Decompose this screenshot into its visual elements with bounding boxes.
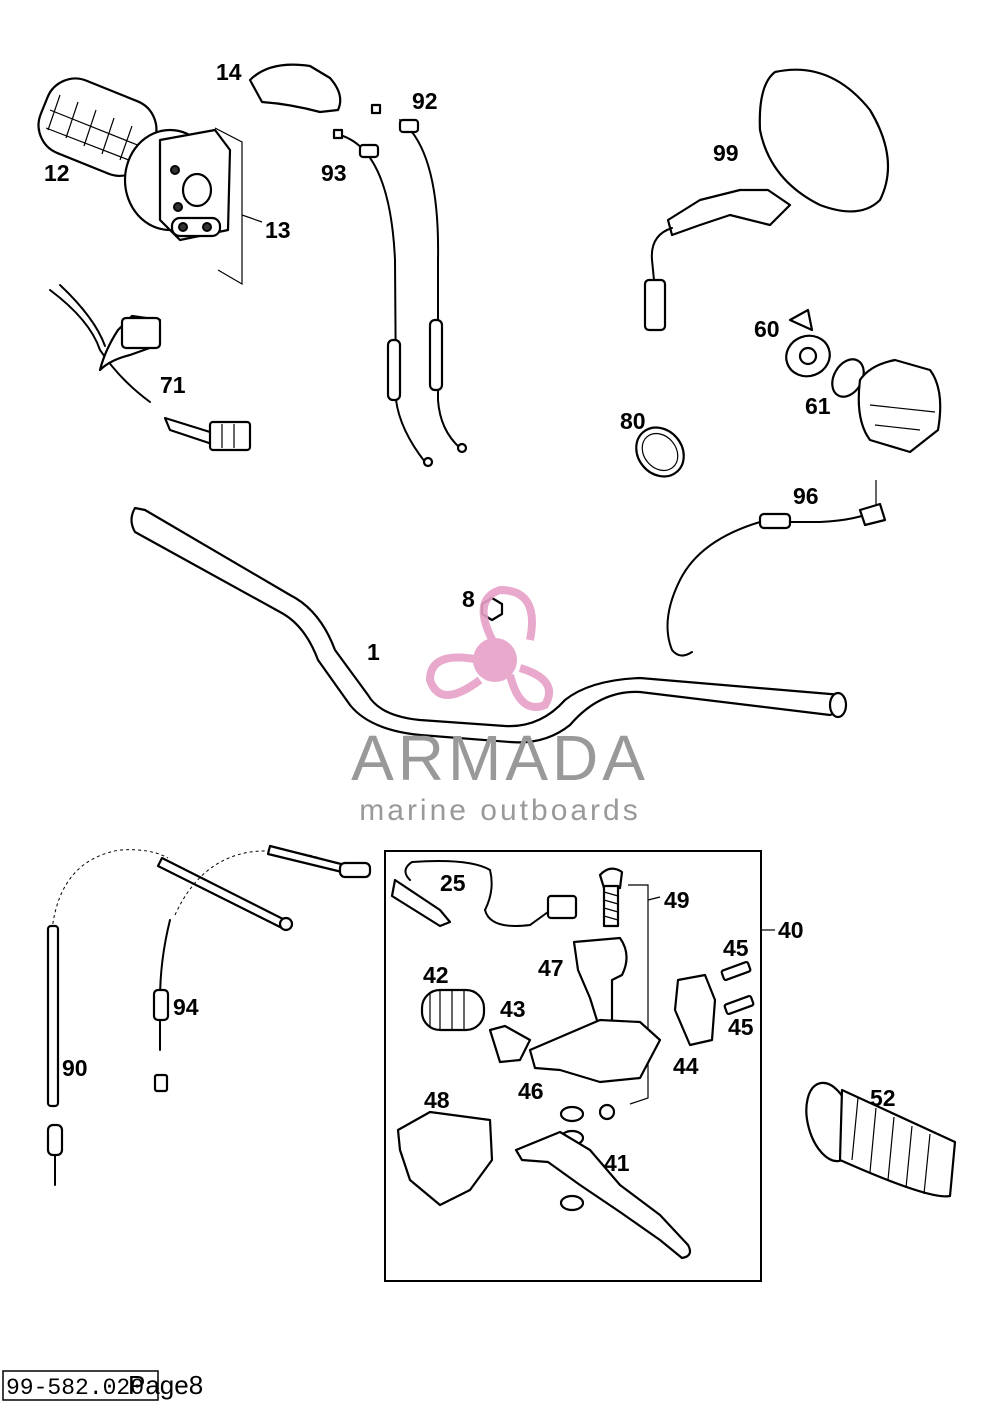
callout-25: 25	[440, 870, 466, 896]
handlebar-part	[130, 506, 845, 744]
callout-49: 49	[664, 887, 690, 913]
hose-clamp-part	[635, 426, 685, 478]
callout-92: 92	[412, 88, 438, 114]
callout-90: 90	[62, 1055, 88, 1081]
callout-48: 48	[424, 1087, 450, 1113]
callout-14: 14	[216, 59, 242, 85]
callout-44: 44	[673, 1053, 699, 1079]
decompressor-cable-part	[152, 844, 372, 1093]
mirror-part	[643, 68, 890, 332]
watermark-tagline: marine outboards	[359, 794, 640, 827]
clamp-part	[673, 973, 717, 1047]
armada-logo	[425, 585, 554, 711]
callout-43: 43	[500, 996, 526, 1022]
callout-bracket-13	[214, 127, 243, 286]
callout-61: 61	[805, 393, 831, 419]
callout-80: 80	[620, 408, 646, 434]
left-grip-part	[805, 1081, 957, 1198]
callout-99: 99	[713, 140, 739, 166]
doc-number-box	[2, 1370, 159, 1401]
lever-bracket-part	[528, 1018, 662, 1084]
doc-number: 99-582.020	[6, 1375, 144, 1401]
callout-94: 94	[173, 994, 199, 1020]
leader-13	[241, 214, 263, 223]
callout-12: 12	[44, 160, 70, 186]
callout-13: 13	[265, 217, 291, 243]
callout-42: 42	[423, 962, 449, 988]
callout-60: 60	[754, 316, 780, 342]
adjuster-part	[420, 988, 486, 1032]
clutch-lever-group-box	[384, 850, 762, 1282]
callout-93: 93	[321, 160, 347, 186]
watermark-brand: ARMADA	[351, 722, 649, 794]
choke-cable-part	[666, 480, 887, 657]
callout-41: 41	[604, 1150, 630, 1176]
switch-housing-parts	[785, 308, 942, 454]
page-label: Page8	[128, 1370, 203, 1400]
callout-46: 46	[518, 1078, 544, 1104]
cover-part	[396, 1110, 494, 1207]
sensor-part	[390, 860, 578, 928]
callout-1: 1	[367, 639, 380, 665]
throttle-grip-assembly	[37, 77, 232, 242]
grip-cap-part	[248, 63, 342, 114]
callout-71: 71	[160, 372, 186, 398]
bolt-part	[598, 867, 661, 1105]
callout-labels: 14 92 12 93 99 13 60 71 61 80 96 8 1 25 …	[44, 59, 896, 1176]
callout-45-lower: 45	[728, 1014, 754, 1040]
kill-switch-part	[49, 284, 252, 452]
callout-8: 8	[462, 586, 475, 612]
throttle-cables	[332, 103, 468, 468]
callout-52: 52	[870, 1085, 896, 1111]
lever-pivot-part	[572, 936, 628, 1032]
clutch-cable-part	[46, 849, 294, 1186]
callout-40: 40	[778, 917, 804, 943]
adjuster-nut-part	[488, 1024, 532, 1064]
callout-45-upper: 45	[723, 935, 749, 961]
clutch-lever-part	[514, 1130, 692, 1260]
callout-47: 47	[538, 955, 564, 981]
screw-parts	[720, 960, 755, 1016]
callout-96: 96	[793, 483, 819, 509]
